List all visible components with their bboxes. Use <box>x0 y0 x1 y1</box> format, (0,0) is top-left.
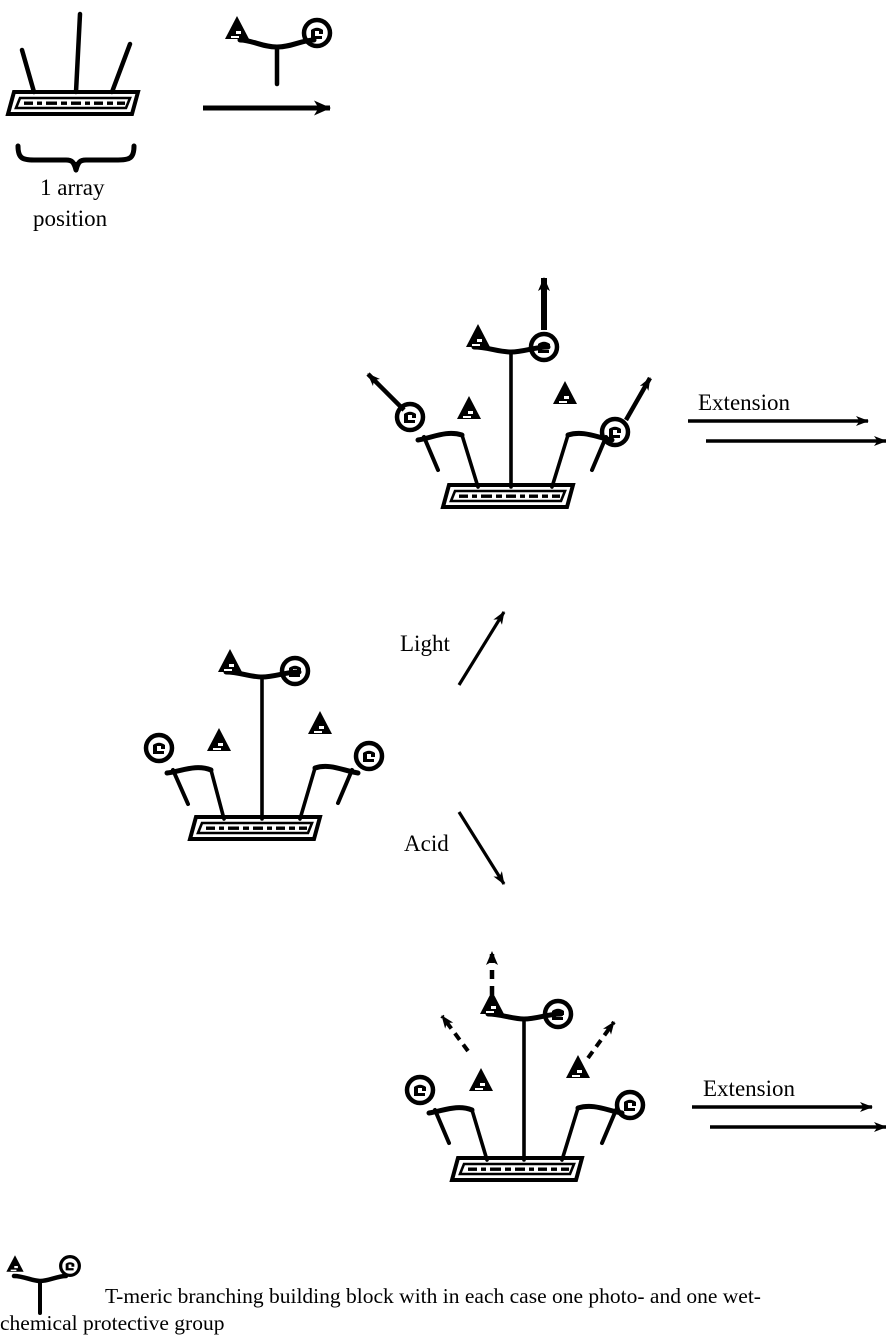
circle-glyph-icon <box>59 1255 81 1277</box>
light-label: Light <box>400 631 450 656</box>
building-block-left <box>407 1014 493 1145</box>
linker-strands <box>470 1017 580 1162</box>
linker-strands <box>19 11 133 95</box>
extension-label-top: Extension <box>698 390 790 415</box>
filled-triangle-icon <box>218 649 242 672</box>
arrow-up-right-icon-light <box>457 611 506 686</box>
building-block-center <box>466 277 557 360</box>
building-block-center <box>480 951 571 1027</box>
filled-triangle-icon <box>457 396 481 419</box>
building-block-right <box>308 711 382 805</box>
curly-brace-icon <box>15 143 137 173</box>
circle-glyph-icon <box>356 743 382 769</box>
stage-middle-dendrimer <box>146 649 382 841</box>
filled-triangle-icon <box>6 1255 24 1272</box>
building-block-stem <box>237 37 317 87</box>
circle-glyph-icon <box>617 1092 643 1118</box>
building-block-top-legend <box>225 16 330 87</box>
filled-triangle-icon <box>225 16 249 39</box>
dashed-arrow-up-left-icon-release <box>440 1014 470 1053</box>
linker-strands <box>209 675 317 821</box>
filled-triangle-icon <box>308 711 332 734</box>
extension-arrows-bottom <box>692 1102 886 1132</box>
stage-upper-dendrimer <box>366 277 652 509</box>
array-chip-slab-icon <box>441 483 575 509</box>
stage-lower-dendrimer <box>407 951 643 1182</box>
array-chip-slab-icon <box>6 90 140 116</box>
circle-glyph-icon <box>304 20 330 46</box>
filled-triangle-icon <box>566 1055 590 1078</box>
linker-strands <box>460 350 570 489</box>
filled-triangle-icon <box>207 728 231 751</box>
acid-label: Acid <box>404 831 449 856</box>
building-block-right <box>553 376 652 472</box>
caption-building-block-icon <box>6 1255 81 1315</box>
circle-glyph-icon <box>407 1077 433 1103</box>
filled-triangle-icon <box>469 1068 493 1091</box>
arrow-up-left-icon-release <box>366 372 406 412</box>
dashed-arrow-up-right-icon-release <box>586 1020 616 1060</box>
building-block-left <box>366 372 481 472</box>
stage-initial-array <box>6 11 140 173</box>
array-position-label-line1: 1 array <box>40 175 105 200</box>
extension-arrows-top <box>688 416 886 446</box>
circle-glyph-icon <box>602 419 628 445</box>
filled-triangle-icon <box>466 324 490 347</box>
filled-triangle-icon <box>553 381 577 404</box>
building-block-center <box>218 649 308 684</box>
arrow-down-right-icon-acid <box>457 811 506 885</box>
arrow-up-right-icon-release <box>624 376 652 422</box>
caption-line-1: T-meric branching building block with in… <box>105 1284 761 1308</box>
extension-label-bottom: Extension <box>703 1076 795 1101</box>
circle-glyph-icon <box>146 735 172 761</box>
caption-line-2: chemical protective group <box>0 1311 225 1335</box>
array-position-label-line2: position <box>33 206 108 231</box>
building-block-right <box>566 1020 643 1145</box>
building-block-left <box>146 728 231 806</box>
